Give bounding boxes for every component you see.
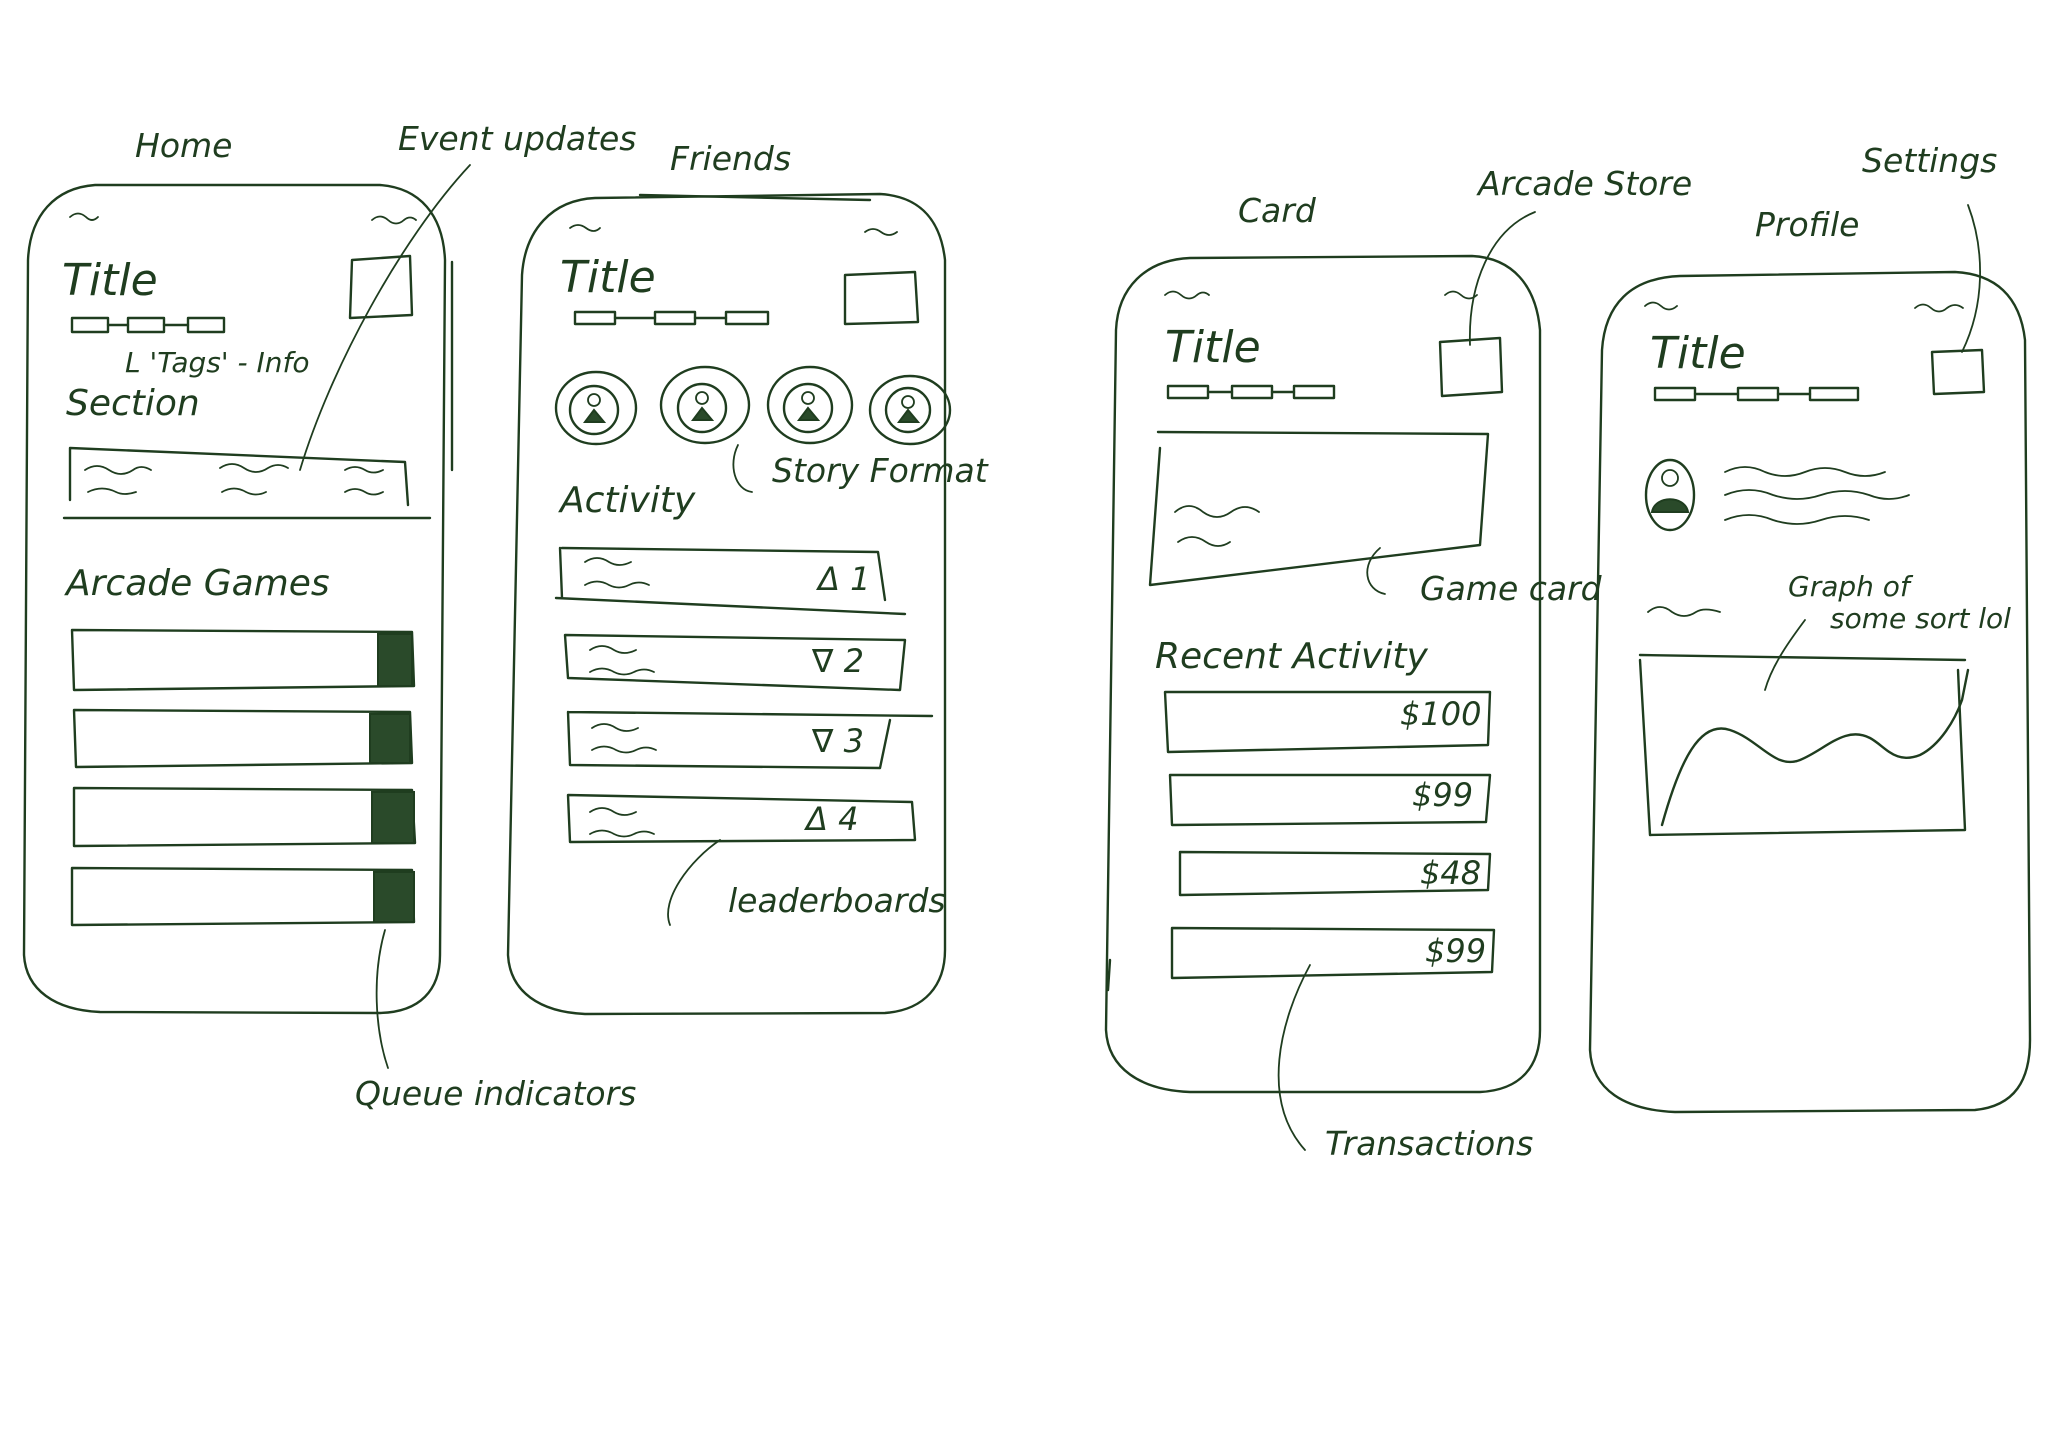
transactions-label: Transactions <box>1325 1124 1533 1163</box>
transaction-amount: $100 <box>1400 695 1481 733</box>
profile-phone-outline <box>1588 270 2032 1114</box>
story-avatar[interactable] <box>659 365 751 445</box>
leaderboard-rank: ∇ 2 <box>811 642 864 680</box>
leaderboard-list: Δ 1 ∇ 2 ∇ 3 Δ 4 <box>554 546 934 844</box>
settings-label: Settings <box>1862 141 1997 180</box>
queue-indicator <box>373 871 415 923</box>
home-arcade-games-heading: Arcade Games <box>64 563 330 604</box>
leaderboard-row[interactable]: Δ 4 <box>566 793 917 844</box>
card-phone: Title Game card Recent Activity $100 $99 <box>1104 164 1692 1163</box>
profile-phone: Title Graph of some sort lol Profile S <box>1588 141 2032 1114</box>
home-section-heading: Section <box>66 383 200 424</box>
graph-annotation-line1: Graph of <box>1788 570 1914 603</box>
home-phone: Title L 'Tags' - Info Section Arcade Gam… <box>22 119 637 1113</box>
friends-activity-heading: Activity <box>558 480 696 521</box>
leaderboards-pointer <box>667 839 721 926</box>
home-status-left <box>69 212 99 221</box>
friends-stories <box>554 365 952 446</box>
queue-indicator <box>377 633 413 687</box>
leaderboard-rank: ∇ 3 <box>811 722 864 760</box>
friends-tags[interactable] <box>573 310 770 326</box>
transaction-row[interactable]: $100 <box>1163 690 1492 754</box>
card-screen-label: Card <box>1238 191 1317 230</box>
story-avatar[interactable] <box>554 370 638 446</box>
leaderboards-label: leaderboards <box>728 881 946 920</box>
transaction-amount: $99 <box>1412 776 1473 814</box>
card-tags[interactable] <box>1166 384 1336 400</box>
card-recent-activity-heading: Recent Activity <box>1155 636 1428 677</box>
profile-tags[interactable] <box>1653 386 1860 402</box>
profile-title: Title <box>1650 328 1746 379</box>
home-tags[interactable] <box>70 316 226 334</box>
arcade-store-label: Arcade Store <box>1476 164 1692 203</box>
profile-info <box>1724 466 1910 525</box>
friends-screen-label: Friends <box>670 139 791 178</box>
queue-indicator <box>369 713 411 764</box>
card-phone-side <box>1106 958 1112 992</box>
game-row[interactable] <box>72 708 414 769</box>
card-title: Title <box>1165 322 1261 373</box>
queue-indicators-pointer <box>375 929 389 1069</box>
friends-title-icon[interactable] <box>843 270 920 326</box>
friends-status-left <box>569 224 601 232</box>
home-phone-outline <box>22 183 447 1015</box>
game-card-label: Game card <box>1420 569 1603 608</box>
card-phone-outline <box>1104 254 1542 1094</box>
graph-annotation-pointer <box>1764 619 1806 691</box>
arcade-store-pointer <box>1469 211 1536 346</box>
graph-annotation-line2: some sort lol <box>1830 602 2011 635</box>
profile-graph[interactable] <box>1638 653 1970 837</box>
transaction-row[interactable]: $48 <box>1178 850 1492 897</box>
transaction-row[interactable]: $99 <box>1170 926 1496 980</box>
profile-avatar[interactable] <box>1644 458 1696 532</box>
profile-status-left <box>1644 301 1678 311</box>
transaction-list: $100 $99 $48 $99 <box>1163 690 1496 980</box>
card-title-icon[interactable] <box>1438 336 1504 398</box>
game-card[interactable] <box>1148 430 1490 587</box>
graph-line <box>1660 668 1970 827</box>
home-title: Title <box>62 255 158 306</box>
leaderboard-row[interactable]: ∇ 3 <box>566 710 934 770</box>
leaderboard-rank: Δ 4 <box>803 800 858 838</box>
friends-phone-outline <box>506 192 947 1016</box>
story-avatar[interactable] <box>868 374 952 446</box>
leaderboard-row[interactable]: Δ 1 <box>554 546 907 616</box>
event-updates-pointer <box>299 164 471 471</box>
friends-phone: Title <box>506 139 989 1016</box>
game-card-pointer <box>1366 547 1386 595</box>
home-status-right <box>371 215 417 225</box>
settings-icon[interactable] <box>1930 348 1986 396</box>
profile-screen-label: Profile <box>1755 205 1859 244</box>
game-row[interactable] <box>72 786 417 848</box>
transaction-amount: $48 <box>1420 854 1481 892</box>
friends-phone-top <box>638 193 872 202</box>
story-format-pointer <box>732 444 753 493</box>
leaderboard-rank: Δ 1 <box>815 560 870 598</box>
event-updates-label: Event updates <box>398 119 637 158</box>
transaction-amount: $99 <box>1425 932 1486 970</box>
friends-status-right <box>864 228 898 236</box>
story-format-label: Story Format <box>772 451 989 490</box>
transaction-row[interactable]: $99 <box>1168 773 1492 827</box>
home-screen-label: Home <box>135 126 232 165</box>
profile-status-right <box>1914 303 1964 313</box>
home-game-list <box>70 628 417 927</box>
card-status-right <box>1444 290 1478 300</box>
queue-indicators-label: Queue indicators <box>355 1074 636 1113</box>
transactions-pointer <box>1277 964 1311 1151</box>
friends-title: Title <box>560 252 656 303</box>
game-row[interactable] <box>70 628 416 692</box>
home-tags-annotation: L 'Tags' - Info <box>125 346 309 379</box>
profile-graph-heading <box>1647 606 1721 617</box>
home-event-banner[interactable] <box>62 446 432 520</box>
queue-indicator <box>371 791 415 844</box>
settings-pointer <box>1961 204 1981 353</box>
card-status-left <box>1164 290 1210 300</box>
game-row[interactable] <box>70 866 416 927</box>
home-title-icon[interactable] <box>348 254 414 320</box>
story-avatar[interactable] <box>766 365 854 445</box>
leaderboard-row[interactable]: ∇ 2 <box>563 633 907 692</box>
